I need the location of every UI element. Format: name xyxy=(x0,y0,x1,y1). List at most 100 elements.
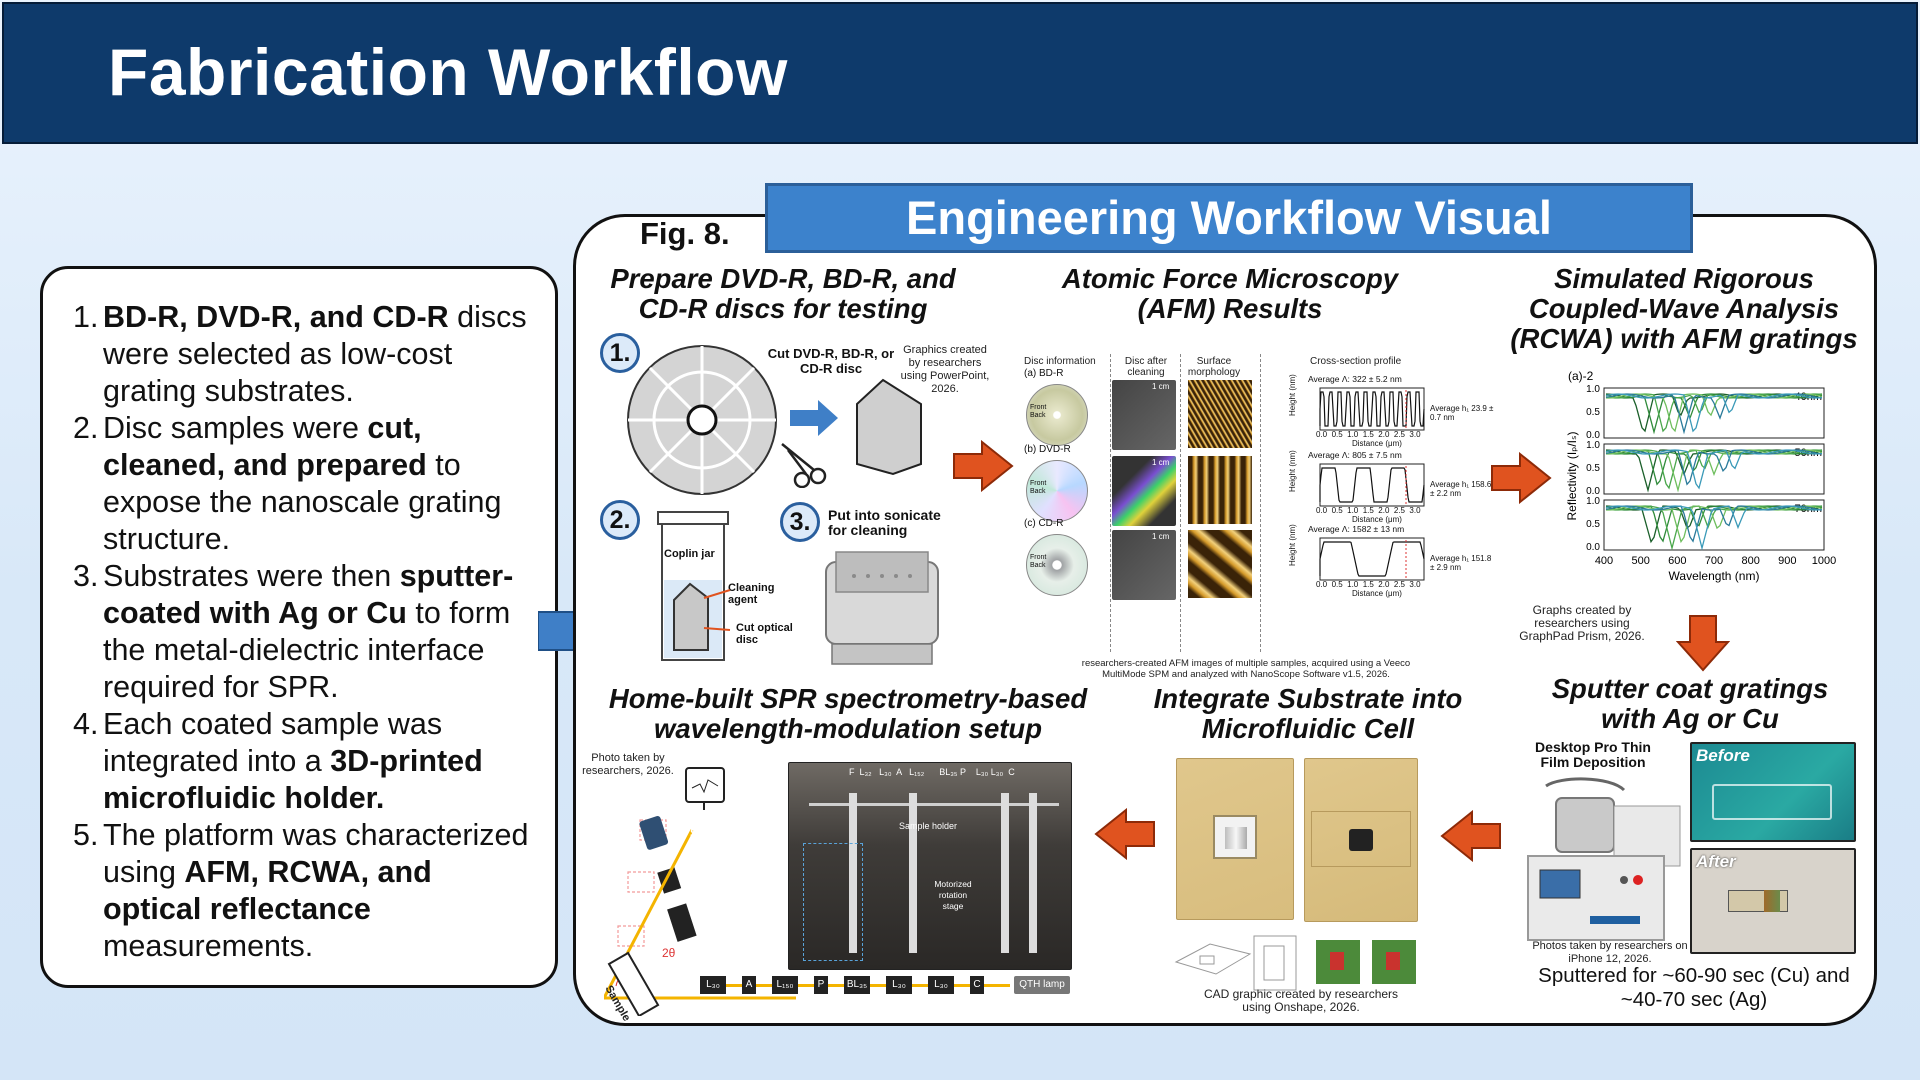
microfluidic-holder-photo-1 xyxy=(1176,758,1294,920)
afm-credit: researchers-created AFM images of multip… xyxy=(1081,658,1411,680)
rcwa-series-line xyxy=(1605,505,1823,551)
cleaning-agent-label: Cleaning agent xyxy=(728,582,775,606)
afm-cross-section-plot xyxy=(1319,537,1425,581)
afm-scale-label: 1 cm xyxy=(1152,458,1170,467)
afm-disc-image xyxy=(1026,460,1088,522)
arrow-left-icon xyxy=(1094,808,1155,860)
rcwa-subpanel-frame xyxy=(1603,387,1825,439)
before-sample xyxy=(1712,784,1832,820)
rcwa-series-line xyxy=(1605,505,1823,543)
rcwa-xlabel: Wavelength (nm) xyxy=(1669,569,1760,583)
holder-substrate xyxy=(1225,827,1247,849)
step-item: 1.BD-R, DVD-R, and CD-R discs were selec… xyxy=(73,299,533,410)
step-number: 2. xyxy=(73,411,99,445)
rcwa-ylabel: Reflectivity (Iₚ/Iₛ) xyxy=(1565,432,1579,521)
spr-title: Home-built SPR spectrometry-based wavele… xyxy=(608,683,1088,744)
holder-cover xyxy=(1311,811,1411,867)
step-text: to expose the nanoscale grating structur… xyxy=(103,448,502,556)
spr-top-labels: F L₃₂ L₃₀ A L₁₅₂ BL₃₅ P L₃₀ L₃₀ C xyxy=(849,767,1015,777)
spr-component: L₃₀ xyxy=(700,976,726,994)
rcwa-panel-tag: (a)-2 xyxy=(1568,369,1594,383)
rcwa-series-line xyxy=(1605,393,1823,433)
afm-front-label: Front xyxy=(1030,404,1047,411)
qth-lamp: QTH lamp xyxy=(1014,976,1070,994)
figure-label: Fig. 8. xyxy=(640,216,730,251)
rcwa-x-tick: 1000 xyxy=(1812,555,1836,567)
step-item: 2.Disc samples were cut, cleaned, and pr… xyxy=(73,410,533,558)
post-4 xyxy=(1029,793,1037,953)
rcwa-x-tick: 500 xyxy=(1631,555,1649,567)
afm-title: Atomic Force Microscopy (AFM) Results xyxy=(1061,263,1399,324)
post-1 xyxy=(849,793,857,953)
arrow-right-icon xyxy=(1491,452,1552,504)
steps-list: 1.BD-R, DVD-R, and CD-R discs were selec… xyxy=(43,269,555,965)
rcwa-series-line xyxy=(1605,449,1823,486)
step-text-bold: cut, cleaned, and prepared xyxy=(103,411,427,482)
step-text: The platform was characterized using xyxy=(103,818,529,889)
step-text: Substrates were then xyxy=(103,559,400,593)
rcwa-x-tick: 400 xyxy=(1595,555,1613,567)
arrow-right-icon xyxy=(953,440,1014,492)
prepare-title: Prepare DVD-R, BD-R, and CD-R discs for … xyxy=(610,263,956,324)
afm-row-label: (a) BD-R xyxy=(1024,368,1064,379)
spr-schematic xyxy=(604,767,796,1016)
microfluidic-holder-photo-2 xyxy=(1304,758,1418,922)
step-text-bold: sputter-coated with Ag or Cu xyxy=(103,559,514,630)
sputter-device-label: Desktop Pro Thin Film Deposition xyxy=(1535,739,1651,770)
rcwa-series-line xyxy=(1606,505,1823,544)
optical-rail xyxy=(809,803,1059,806)
motor-stage-box xyxy=(803,843,863,961)
spr-component: L₁₅₀ xyxy=(772,976,798,994)
rcwa-series-line xyxy=(1606,393,1823,433)
prepare-credit: Graphics created by researchers using Po… xyxy=(900,344,990,395)
afm-disc-image xyxy=(1026,534,1088,596)
rcwa-y-tick: 0.0 xyxy=(1586,542,1600,553)
cut-disc-piece-icon xyxy=(856,378,922,476)
spr-component: C xyxy=(970,976,984,994)
afm-col-surface: Surface morphology xyxy=(1187,356,1241,378)
rcwa-series-line xyxy=(1605,449,1823,490)
coplin-jar-icon xyxy=(657,511,729,661)
afm-surface-morphology xyxy=(1188,380,1252,448)
afm-back-label: Back xyxy=(1030,488,1046,495)
step-1-badge: 1. xyxy=(600,333,640,373)
rcwa-series-line xyxy=(1605,449,1823,493)
visual-title: Engineering Workflow Visual xyxy=(906,191,1552,244)
arrow-right-icon xyxy=(790,400,838,436)
rcwa-y-tick: 0.5 xyxy=(1586,463,1600,474)
afm-x-ticks: 0.0 0.5 1.0 1.5 2.0 2.5 3.0 xyxy=(1316,580,1421,589)
rcwa-series-line xyxy=(1606,449,1823,493)
afm-height-label: Height (nm) xyxy=(1288,374,1297,416)
spr-component: P xyxy=(814,976,828,994)
spr-setup-photo: F L₃₂ L₃₀ A L₁₅₂ BL₃₅ P L₃₀ L₃₀ C Sample… xyxy=(788,762,1072,970)
afm-cleaned-photo xyxy=(1112,530,1176,600)
spr-component: L₃₀ xyxy=(886,976,912,994)
sputter-machine-photo xyxy=(1520,776,1684,942)
sputter-photo-credit: Photos taken by researchers on iPhone 12… xyxy=(1532,940,1688,965)
afm-front-label: Front xyxy=(1030,554,1047,561)
afm-front-label: Front xyxy=(1030,480,1047,487)
rcwa-x-tick: 700 xyxy=(1705,555,1723,567)
rcwa-y-tick: 0.0 xyxy=(1586,486,1600,497)
rcwa-y-tick: 1.0 xyxy=(1586,496,1600,507)
spr-photo-credit: Photo taken by researchers, 2026. xyxy=(582,752,674,777)
rcwa-y-tick: 0.5 xyxy=(1586,407,1600,418)
steps-card: 1.BD-R, DVD-R, and CD-R discs were selec… xyxy=(40,266,558,988)
header-banner: Fabrication Workflow xyxy=(2,2,1918,144)
step-2-badge: 2. xyxy=(600,500,640,540)
rcwa-chart: (a)-240nm1.00.50.050nm1.00.50.070nm1.00.… xyxy=(1565,369,1836,583)
rcwa-subpanel-frame xyxy=(1603,499,1825,551)
afm-distance-label: Distance (μm) xyxy=(1352,515,1402,524)
rcwa-series-line xyxy=(1605,505,1823,543)
afm-cleaned-photo xyxy=(1112,380,1176,450)
cut-optical-disc-label: Cut optical disc xyxy=(736,622,793,646)
step-number: 4. xyxy=(73,707,99,741)
holder-window xyxy=(1213,815,1257,859)
motorized-stage-label: Motorized rotation stage xyxy=(934,879,972,911)
cut-disc-label: Cut DVD-R, BD-R, or CD-R disc xyxy=(767,346,895,376)
micro-credit: CAD graphic created by researchers using… xyxy=(1203,987,1399,1014)
afm-surface-morphology xyxy=(1188,456,1252,524)
spr-component: A xyxy=(742,976,756,994)
afm-col-disc-info: Disc information xyxy=(1024,356,1096,367)
